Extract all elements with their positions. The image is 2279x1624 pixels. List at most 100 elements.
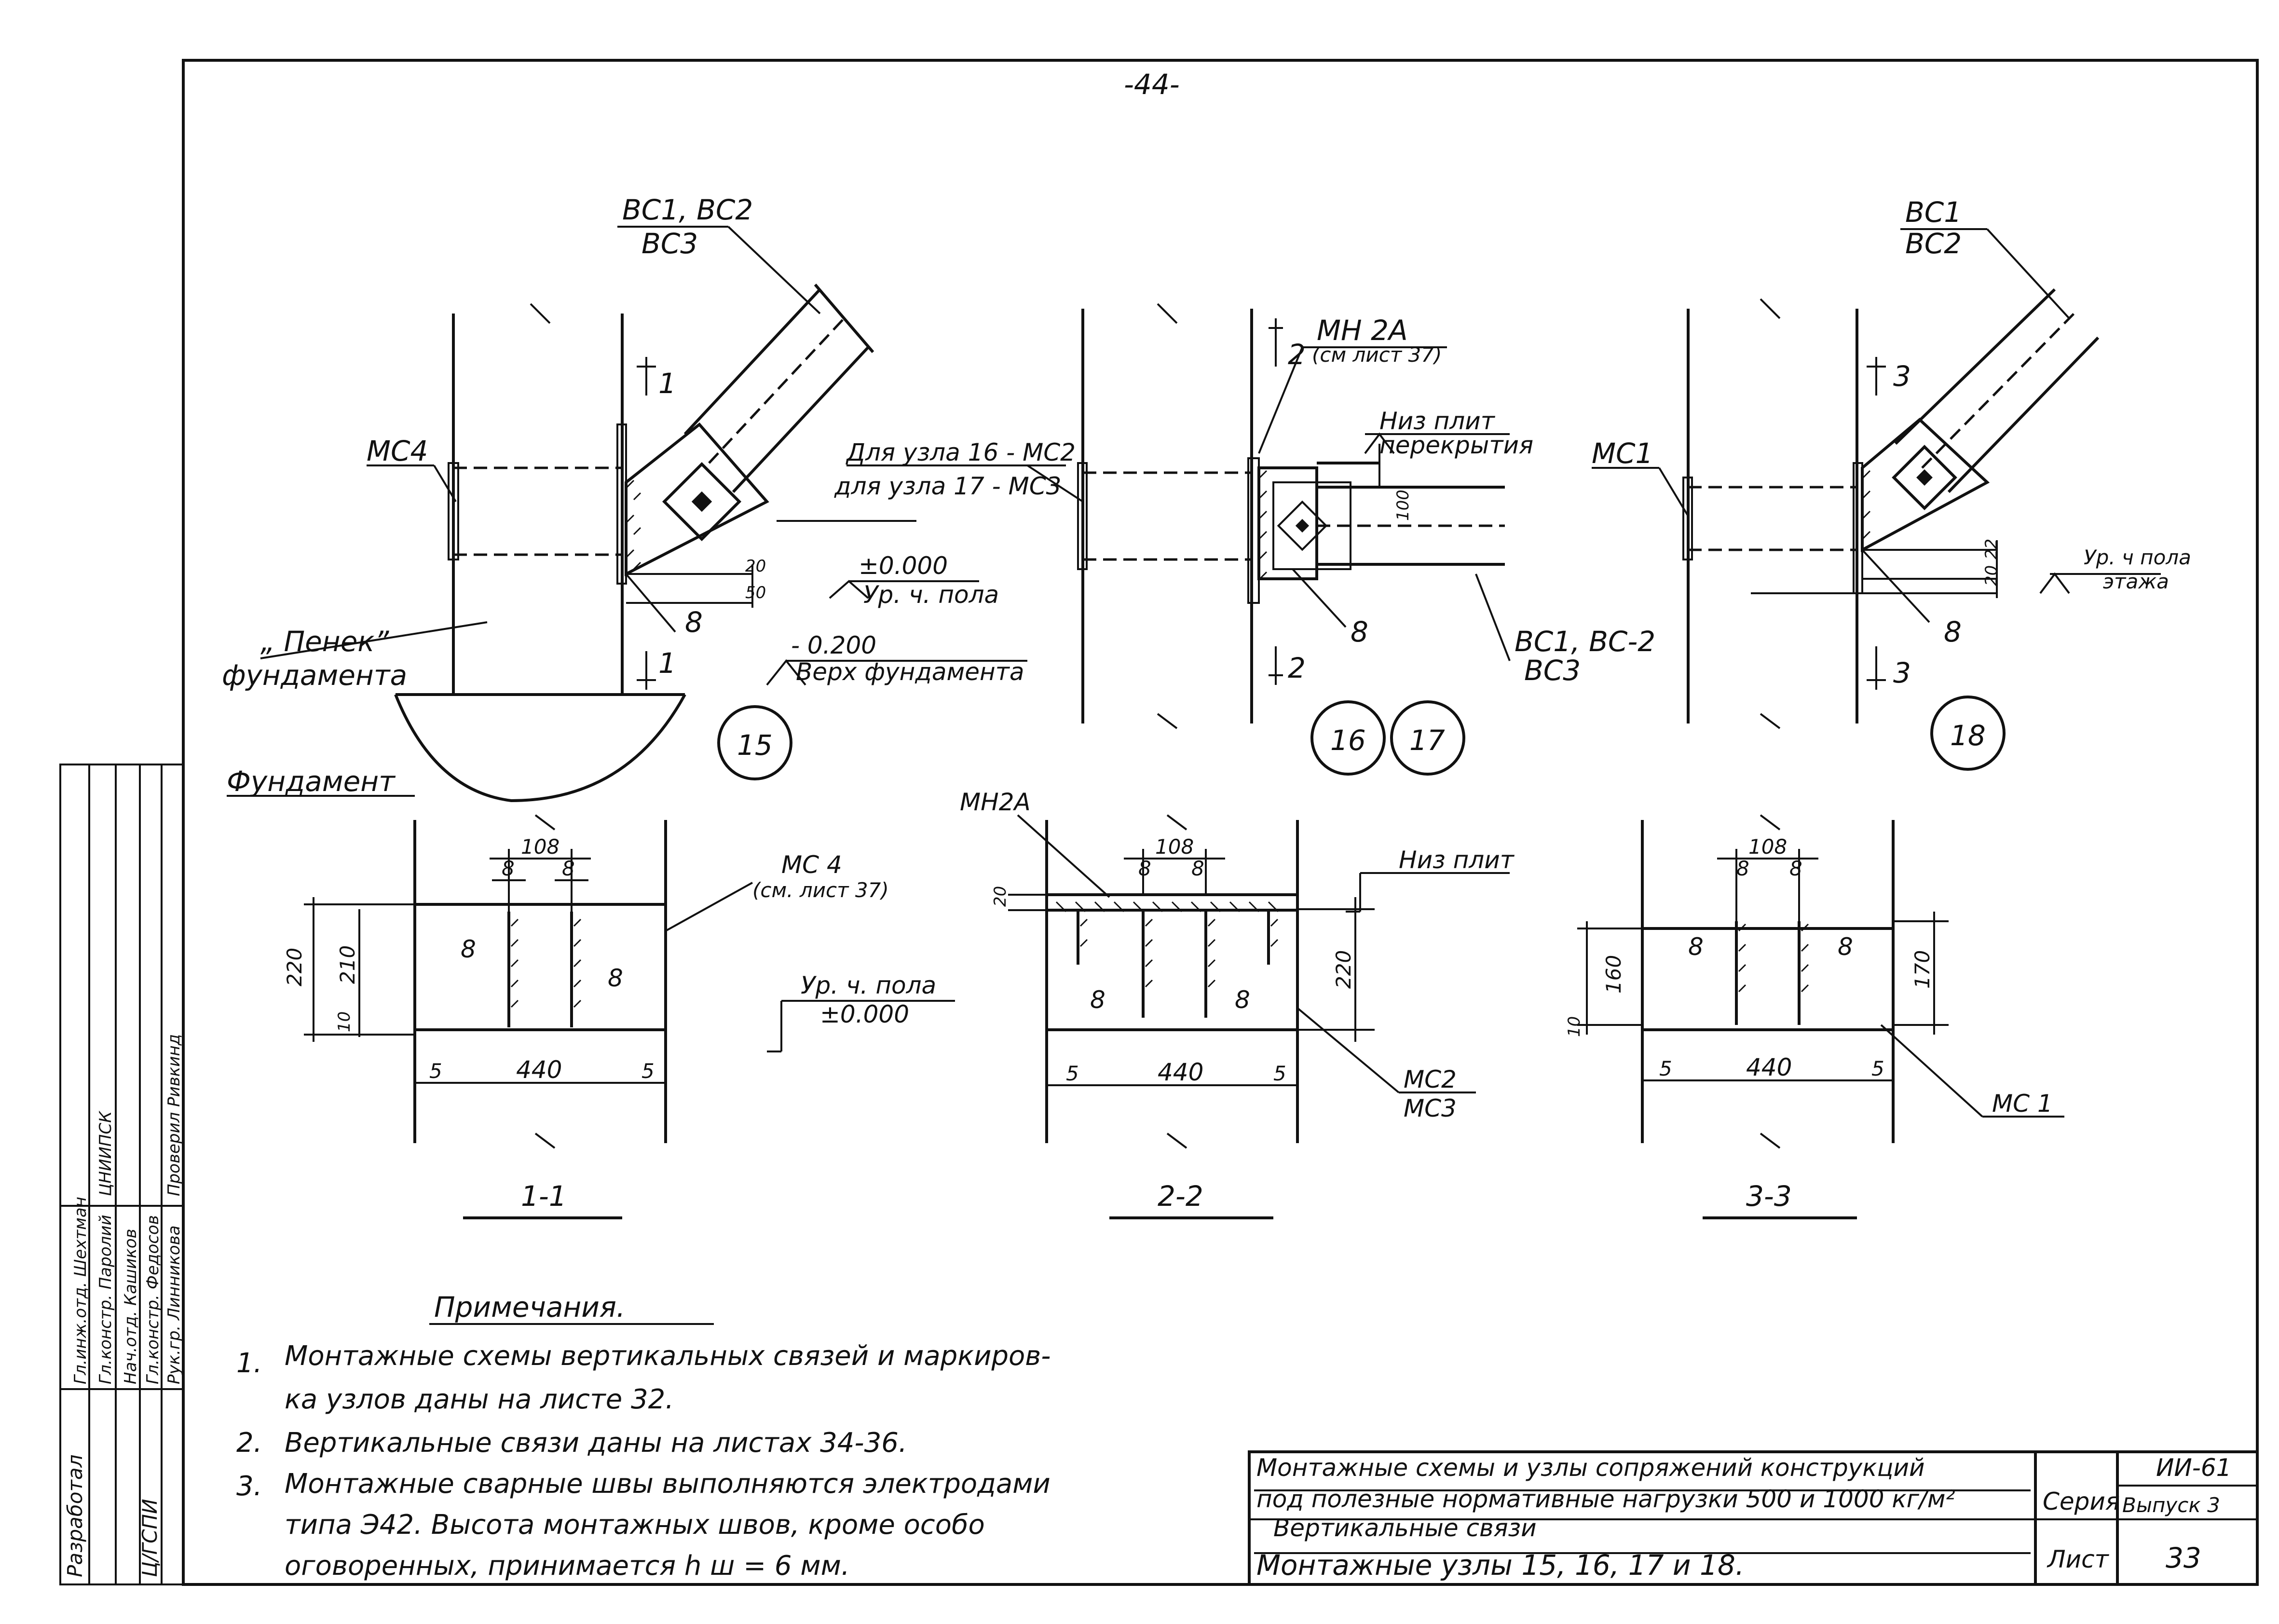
section1-dim-5a: 5 <box>429 1059 442 1083</box>
node15-circle <box>717 705 792 780</box>
section2-dim-5b: 5 <box>1273 1062 1286 1085</box>
node17-circle <box>1390 700 1465 776</box>
section3-dim-8a: 8 <box>1736 857 1749 880</box>
node16-plate-ref: (см лист 37) <box>1312 343 1442 367</box>
node16-dim-100: 100 <box>1393 490 1413 521</box>
note3-line2: типа Э42. Высота монтажных швов, кроме о… <box>285 1509 985 1541</box>
section3-dim-8b: 8 <box>1789 857 1802 880</box>
node18-brace-label-1: ВС1 <box>1905 196 1962 229</box>
stamp-row5: Рук.гр. Линникова <box>164 1226 184 1384</box>
section1-dim-440: 440 <box>516 1056 562 1084</box>
node15-dim-50: 50 <box>745 583 766 602</box>
node18-weld: 8 <box>1944 615 1962 648</box>
section2-dim-5a: 5 <box>1066 1062 1079 1085</box>
section3-dim-170: 170 <box>1911 950 1934 989</box>
section2-plate-label-2: МС3 <box>1404 1094 1457 1122</box>
foundation-outline <box>394 694 686 803</box>
section2-plate-top: МН2А <box>960 788 1031 816</box>
node18-plate-label: МС1 <box>1592 437 1653 470</box>
section2-dim-20: 20 <box>991 886 1010 907</box>
node16-circle <box>1310 700 1386 776</box>
node16-section-mark-bottom: 2 <box>1288 652 1306 684</box>
node16-brace-label-2: ВС3 <box>1524 654 1581 687</box>
series-value: ИИ-61 <box>2156 1454 2231 1482</box>
note2-num: 2. <box>236 1427 262 1459</box>
section-2-2 <box>1008 814 1510 1149</box>
section3-plate-label: МС 1 <box>1992 1090 2053 1118</box>
node18-number: 18 <box>1950 719 1986 752</box>
node16-brace-label-1: ВС1, ВС-2 <box>1515 625 1655 658</box>
node16-number: 16 <box>1330 724 1366 757</box>
section1-title: 1-1 <box>521 1180 567 1213</box>
section2-dim-108: 108 <box>1155 835 1194 859</box>
section2-title: 2-2 <box>1158 1180 1203 1213</box>
section1-dim-8b: 8 <box>562 857 575 880</box>
section1-plate-label: МС 4 <box>781 851 842 879</box>
section3-dim-5b: 5 <box>1871 1057 1884 1080</box>
note1-num: 1. <box>236 1348 262 1379</box>
stamp-col3: Ц/ГСПИ <box>138 1499 162 1577</box>
node15-section-mark-top: 1 <box>658 367 676 400</box>
stamp-row2: Гл.констр. Паролий <box>96 1215 115 1384</box>
section3-title: 3-3 <box>1746 1180 1792 1213</box>
section2-slab: Низ плит <box>1399 846 1515 874</box>
node18-dim-22: 22 <box>1982 539 2001 560</box>
stamp-row4: Гл.констр. Федосов <box>143 1215 163 1384</box>
node16-slab-2: перекрытия <box>1379 431 1533 459</box>
node17-number: 17 <box>1409 724 1445 757</box>
section2-weld-b: 8 <box>1235 986 1250 1014</box>
node15-gusset <box>625 422 769 576</box>
section2-dim-220: 220 <box>1332 950 1355 989</box>
title-line4: Монтажные узлы 15, 16, 17 и 18. <box>1256 1549 1744 1582</box>
series-label: Серия <box>2043 1488 2120 1515</box>
section1-level-text: Ур. ч. пола <box>801 971 936 999</box>
section1-dim-210: 210 <box>336 945 359 984</box>
node16-note-1: Для узла 16 - МС2 <box>846 438 1076 466</box>
sheet-value: 33 <box>2166 1542 2201 1574</box>
node15-dim-20: 20 <box>745 557 766 576</box>
node18-section-mark-top: 3 <box>1893 360 1911 393</box>
node15-number: 15 <box>737 729 773 762</box>
section2-weld-a: 8 <box>1090 986 1105 1014</box>
node16-note-2: для узла 17 - МС3 <box>834 472 1061 500</box>
sheet-label: Лист <box>2047 1545 2110 1573</box>
node15-foundation: Фундамент <box>227 765 396 798</box>
section2-dim-8b: 8 <box>1191 857 1204 880</box>
node18-level-text-1: Ур. ч пола <box>2084 546 2191 569</box>
left-stamp <box>59 764 184 1585</box>
section3-dim-5a: 5 <box>1659 1057 1672 1080</box>
node15-level-2-text: Верх фундамента <box>796 658 1024 686</box>
node18-brace-label-2: ВС2 <box>1905 227 1962 260</box>
node15-level-1-text: Ур. ч. пола <box>863 581 999 609</box>
section1-dim-5b: 5 <box>641 1059 655 1083</box>
node15-level-2: - 0.200 <box>791 631 876 659</box>
node16-weld: 8 <box>1351 615 1368 648</box>
note3-num: 3. <box>236 1471 262 1502</box>
note1-line2: ка узлов даны на листе 32. <box>285 1384 674 1415</box>
section2-dim-8a: 8 <box>1138 857 1151 880</box>
section3-dim-160: 160 <box>1602 955 1625 994</box>
section1-dim-10: 10 <box>335 1011 354 1032</box>
note3-line1: Монтажные сварные швы выполняются электр… <box>285 1468 1051 1500</box>
section3-weld-b: 8 <box>1838 933 1853 961</box>
section3-weld-a: 8 <box>1688 933 1704 961</box>
issue-label: Выпуск 3 <box>2122 1493 2220 1517</box>
node15-section-mark-bottom: 1 <box>658 647 676 680</box>
note2-line1: Вертикальные связи даны на листах 34-36. <box>285 1427 907 1459</box>
node15-weld: 8 <box>685 606 703 639</box>
stamp-row3: Нач.отд. Кашиков <box>121 1228 140 1384</box>
section2-top-plate <box>1045 893 1299 912</box>
node-15 <box>394 284 916 803</box>
title-line1: Монтажные схемы и узлы сопряжений констр… <box>1256 1454 1925 1482</box>
section1-dim-220: 220 <box>283 948 306 986</box>
stamp-right: Проверил Ривкинд <box>164 1034 184 1196</box>
node18-section-mark-bottom: 3 <box>1893 656 1911 689</box>
node18-level-text-2: этажа <box>2103 570 2169 593</box>
title-line3: Вертикальные связи <box>1273 1514 1537 1542</box>
section1-level-value: ±0.000 <box>820 1000 909 1028</box>
node15-plate-label: МС4 <box>367 435 428 467</box>
section-3-3 <box>1577 814 1949 1149</box>
title-line2: под полезные нормативные нагрузки 500 и … <box>1256 1485 1955 1513</box>
node-18 <box>1682 288 2100 729</box>
